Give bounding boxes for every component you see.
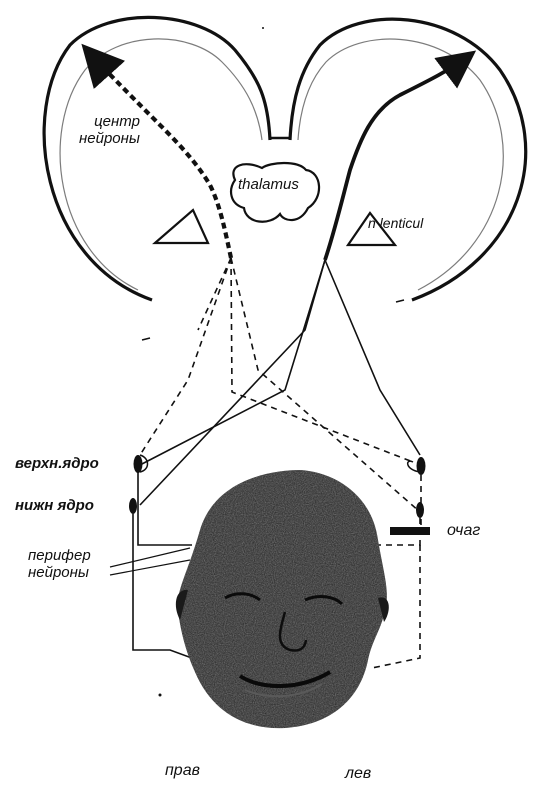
thalamus-label: thalamus — [238, 176, 299, 193]
midline-stem — [270, 138, 290, 140]
left-side-label: лев — [345, 765, 371, 782]
central-neurons-label-line1: центр — [84, 113, 140, 130]
central-neurons-label-line2: нейроны — [79, 130, 140, 147]
left-lower-nucleus — [416, 502, 424, 518]
central-neuron-dashed-tract — [87, 50, 231, 258]
left-upper-nucleus — [417, 457, 426, 475]
peripheral-label-pointers — [110, 548, 190, 575]
lower-nucleus-label: нижн ядро — [15, 497, 94, 514]
patient-face-photo — [176, 470, 389, 728]
lenticular-nucleus-label: n lenticul — [368, 215, 423, 232]
left-hemisphere-outline — [44, 17, 270, 300]
peripheral-neurons-label-line1: перифер — [28, 547, 91, 564]
solid-descending-fibers — [140, 260, 420, 505]
upper-nucleus-label: верхн.ядро — [15, 455, 99, 472]
peripheral-neurons-label: перифер нейроны — [28, 547, 91, 581]
right-upper-nucleus — [134, 455, 143, 473]
central-neurons-label: центр нейроны — [79, 113, 140, 147]
right-side-label: прав — [165, 762, 200, 779]
right-lower-nucleus — [129, 498, 137, 514]
peripheral-neurons-label-line2: нейроны — [28, 564, 91, 581]
left-lenticular-triangle — [155, 210, 208, 243]
lesion-bar — [390, 527, 430, 535]
lesion-label: очаг — [447, 522, 480, 539]
